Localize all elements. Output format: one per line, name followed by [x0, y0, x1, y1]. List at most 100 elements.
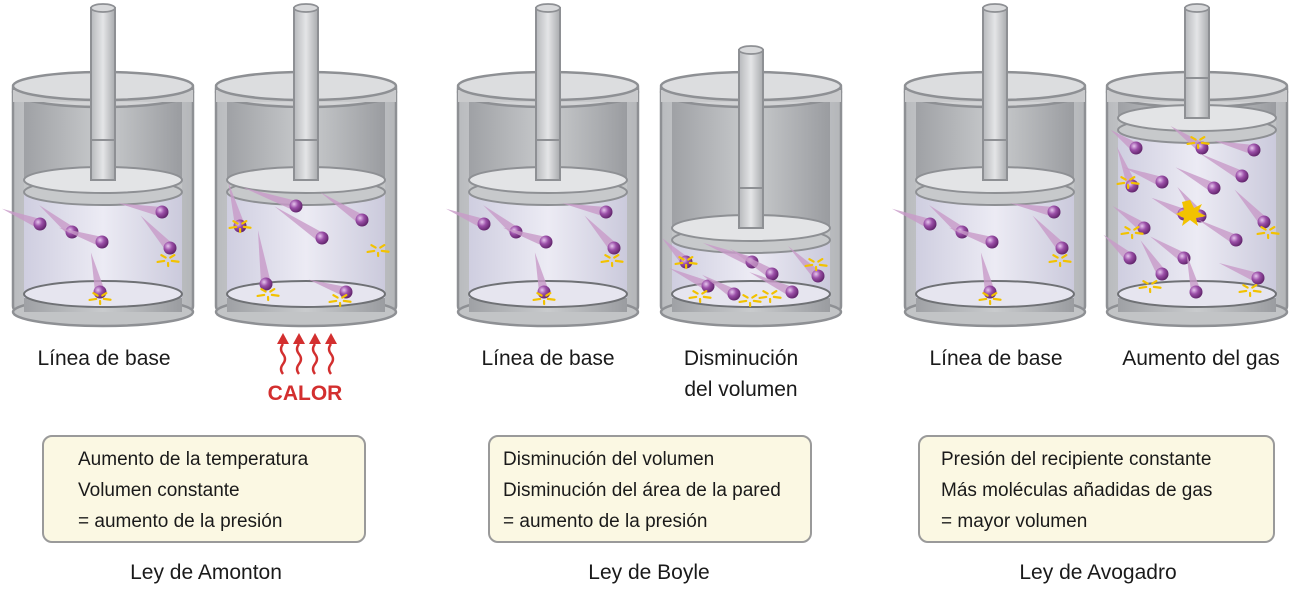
- molecule-trail: [90, 252, 105, 294]
- impact-burst: [804, 257, 828, 272]
- impact-ray: [992, 297, 1002, 301]
- impact-burst: [758, 289, 782, 304]
- molecule-ball: [1047, 205, 1061, 219]
- label-avogadro-more-gas: Aumento del gas: [1122, 347, 1280, 370]
- impact-burst: [688, 289, 712, 304]
- impact-ray: [702, 295, 712, 299]
- gas-molecule: [1197, 219, 1243, 247]
- impact-ray: [1130, 181, 1140, 185]
- molecule-trail: [39, 205, 76, 236]
- impact-ray: [228, 225, 238, 230]
- impact-ray: [1252, 289, 1262, 293]
- info-box-boyle: Disminución del volumen Disminución del …: [488, 435, 812, 543]
- impact-ray: [742, 294, 749, 299]
- impact-ray: [332, 294, 339, 299]
- gas-molecule: [749, 272, 799, 299]
- impact-burst: [978, 291, 1002, 306]
- molecule-trail: [669, 268, 711, 291]
- molecule-trail: [242, 187, 298, 211]
- impact-ray: [341, 293, 348, 299]
- gas-molecule: [2, 208, 47, 231]
- molecule-trail: [118, 203, 163, 217]
- molecule-trail: [1150, 236, 1187, 263]
- gas-molecule: [1199, 153, 1249, 183]
- chamber-floor: [226, 280, 386, 308]
- piston-rod-lower: [90, 139, 116, 181]
- impact-ray: [772, 295, 782, 299]
- molecule-trail: [980, 252, 995, 294]
- molecule-trail: [702, 242, 754, 267]
- gas-molecule: [562, 203, 613, 219]
- molecule-trail: [1122, 166, 1164, 187]
- impact-ray: [613, 253, 620, 259]
- impact-ray: [1142, 280, 1149, 285]
- molecule-ball: [1155, 175, 1169, 189]
- info-line: = aumento de la presión: [503, 511, 708, 532]
- piston-rod-end: [293, 3, 319, 13]
- impact-ray: [600, 259, 610, 264]
- molecule-ball: [33, 217, 47, 231]
- law-name-boyle: Ley de Boyle: [588, 561, 710, 584]
- impact-ray: [88, 297, 98, 302]
- molecule-ball: [701, 279, 715, 293]
- gas-molecule: [58, 227, 109, 249]
- molecule-ball: [259, 277, 273, 291]
- piston-rod-lower: [293, 139, 319, 181]
- molecule-trail: [58, 227, 104, 247]
- impact-ray: [762, 290, 769, 295]
- gas-molecule: [1103, 234, 1137, 265]
- molecule-ball: [289, 199, 303, 213]
- molecule-trail: [929, 205, 966, 236]
- info-line: Presión del recipiente constante: [941, 449, 1212, 470]
- impact-ray: [687, 255, 694, 261]
- info-line: Volumen constante: [78, 480, 240, 501]
- gas-molecule: [257, 230, 273, 291]
- impact-ray: [156, 259, 166, 264]
- impact-ray: [101, 291, 108, 297]
- impact-ray: [1242, 284, 1249, 289]
- heat-arrow-shaft: [327, 343, 335, 375]
- molecule-ball: [339, 285, 353, 299]
- molecule-ball: [1177, 251, 1191, 265]
- impact-ray: [92, 292, 99, 297]
- impact-burst: [1138, 279, 1162, 294]
- impact-ray: [366, 249, 376, 254]
- piston-rod-end: [1184, 3, 1210, 13]
- molecule-ball: [1129, 141, 1143, 155]
- molecule-ball: [985, 235, 999, 249]
- impact-ray: [169, 253, 176, 259]
- molecule-ball: [607, 241, 621, 255]
- gas-molecule: [1218, 262, 1265, 285]
- molecule-trail: [483, 205, 520, 236]
- gas-molecule: [140, 215, 177, 255]
- impact-ray: [678, 256, 685, 261]
- impact-ray: [1048, 259, 1058, 264]
- label-boyle-baseline: Línea de base: [481, 347, 615, 370]
- molecule-trail: [1197, 219, 1239, 245]
- molecule-trail: [1214, 140, 1256, 155]
- impact-ray: [1116, 181, 1126, 186]
- molecule-trail: [320, 192, 365, 225]
- impact-ray: [1124, 226, 1131, 231]
- molecule-trail: [1234, 189, 1268, 226]
- heat-arrow-head: [325, 333, 337, 344]
- impact-ray: [270, 293, 280, 297]
- molecule-trail: [562, 203, 607, 217]
- impact-ray: [545, 291, 552, 297]
- molecule-ball: [811, 269, 825, 283]
- impact-ray: [241, 219, 248, 225]
- molecule-ball: [537, 285, 551, 299]
- impact-ray: [232, 220, 239, 225]
- impact-burst: [738, 293, 762, 308]
- molecule-trail: [1140, 240, 1167, 277]
- impact-burst: [674, 255, 698, 270]
- molecule-trail: [1175, 167, 1217, 193]
- molecule-ball: [539, 235, 553, 249]
- impact-ray: [804, 263, 814, 268]
- gas-molecule: [308, 279, 353, 299]
- molecule-ball: [1137, 221, 1151, 235]
- molecule-trail: [1010, 203, 1055, 217]
- molecule-trail: [502, 227, 548, 247]
- heat-arrow-shaft: [311, 343, 319, 375]
- impact-ray: [380, 249, 390, 253]
